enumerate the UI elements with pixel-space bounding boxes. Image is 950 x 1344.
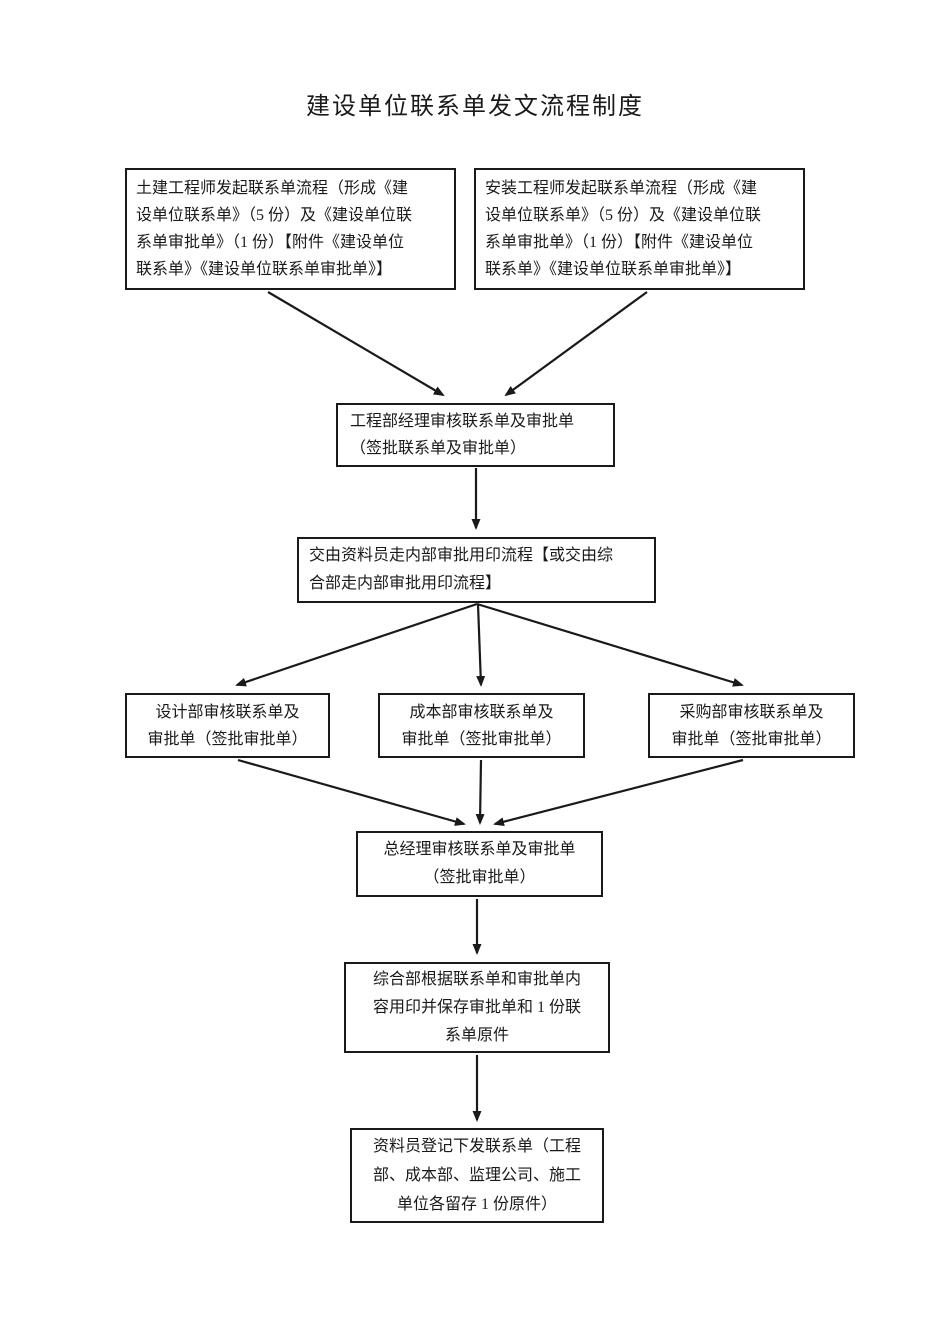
- node-civil-engineer-initiate: 土建工程师发起联系单流程（形成《建 设单位联系单》（5 份）及《建设单位联 系单…: [125, 168, 456, 290]
- node-design-dept-review-label: 设计部审核联系单及 审批单（签批审批单）: [147, 703, 308, 748]
- node-procurement-dept-review: 采购部审核联系单及 审批单（签批审批单）: [648, 693, 855, 758]
- arrow-approval-to-design: [235, 602, 478, 687]
- node-general-manager-review-label: 总经理审核联系单及审批单 （签批审批单）: [383, 841, 576, 886]
- node-design-dept-review: 设计部审核联系单及 审批单（签批审批单）: [125, 693, 330, 758]
- page-title: 建设单位联系单发文流程制度: [306, 94, 644, 120]
- node-general-manager-review: 总经理审核联系单及审批单 （签批审批单）: [356, 831, 603, 897]
- node-cost-dept-review: 成本部审核联系单及 审批单（签批审批单）: [378, 693, 585, 758]
- arrow-procurement-to-gm: [493, 758, 744, 827]
- node-admin-dept-seal-archive: 综合部根据联系单和审批单内 容用印并保存审批单和 1 份联 系单原件: [344, 962, 610, 1053]
- node-engineering-manager-review-label: 工程部经理审核联系单及审批单 （签批联系单及审批单）: [350, 413, 575, 457]
- node-internal-approval-seal-label: 交由资料员走内部审批用印流程【或交由综 合部走内部审批用印流程】: [309, 547, 614, 592]
- arrow-cost-to-gm: [475, 759, 485, 825]
- arrow-civil-to-manager: [267, 291, 445, 397]
- node-procurement-dept-review-label: 采购部审核联系单及 审批单（签批审批单）: [671, 703, 832, 748]
- arrow-install-to-manager: [504, 291, 648, 397]
- node-data-clerk-distribute: 资料员登记下发联系单（工程 部、成本部、监理公司、施工 单位各留存 1 份原件）: [350, 1128, 604, 1223]
- node-engineering-manager-review: 工程部经理审核联系单及审批单 （签批联系单及审批单）: [336, 403, 615, 467]
- node-internal-approval-seal: 交由资料员走内部审批用印流程【或交由综 合部走内部审批用印流程】: [297, 537, 656, 603]
- node-install-engineer-initiate-label: 安装工程师发起联系单流程（形成《建 设单位联系单》（5 份）及《建设单位联 系单…: [485, 180, 762, 278]
- arrow-design-to-gm: [237, 758, 466, 826]
- node-admin-dept-seal-archive-label: 综合部根据联系单和审批单内 容用印并保存审批单和 1 份联 系单原件: [372, 970, 581, 1044]
- node-cost-dept-review-label: 成本部审核联系单及 审批单（签批审批单）: [401, 703, 562, 748]
- node-data-clerk-distribute-label: 资料员登记下发联系单（工程 部、成本部、监理公司、施工 单位各留存 1 份原件）: [372, 1138, 581, 1213]
- node-install-engineer-initiate: 安装工程师发起联系单流程（形成《建 设单位联系单》（5 份）及《建设单位联 系单…: [474, 168, 805, 290]
- node-civil-engineer-initiate-label: 土建工程师发起联系单流程（形成《建 设单位联系单》（5 份）及《建设单位联 系单…: [136, 180, 413, 278]
- arrow-approval-to-procurement: [476, 602, 744, 687]
- arrow-approval-to-cost: [476, 603, 486, 687]
